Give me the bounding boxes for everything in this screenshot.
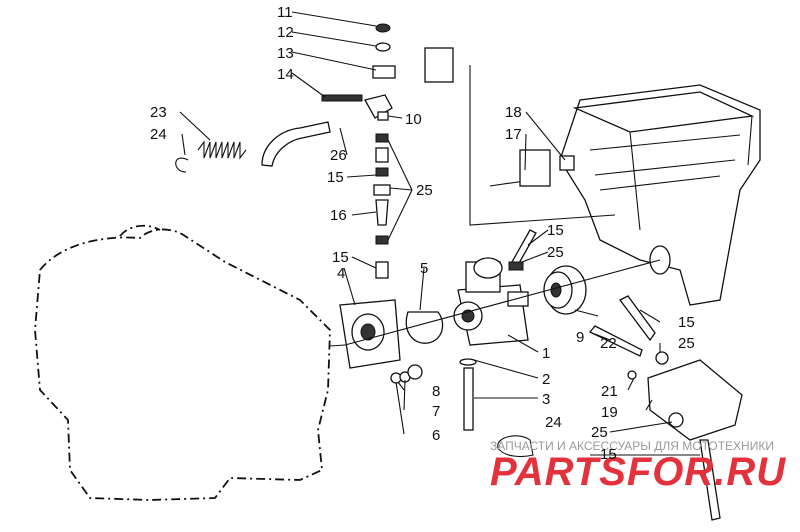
vent-hose: [261, 121, 331, 167]
washers: [390, 364, 423, 384]
callout-5: 5: [420, 260, 428, 277]
callout-15b: 15: [332, 249, 349, 266]
intake-adapter: [543, 265, 587, 315]
callout-1: 1: [542, 345, 550, 362]
callout-13: 13: [277, 45, 294, 62]
callout-15e: 15: [600, 446, 617, 463]
fuel-line-stack: [373, 133, 391, 279]
callout-11: 11: [277, 4, 293, 21]
callout-26: 26: [330, 147, 347, 164]
spring: [197, 140, 247, 160]
callout-9: 9: [576, 329, 584, 346]
callout-20: 21: [601, 383, 618, 400]
engine-outline: [34, 228, 331, 501]
airbox: [559, 84, 761, 306]
watermark-brand: PARTSFOR.RU: [490, 450, 786, 494]
callout-15c: 15: [547, 222, 564, 239]
callout-14: 14: [277, 66, 294, 83]
hose-clip: [175, 157, 189, 173]
callout-25c: 25: [678, 335, 695, 352]
callout-25b: 25: [547, 244, 564, 261]
callout-21: 22: [600, 335, 617, 352]
callout-15a: 15: [327, 169, 344, 186]
callout-2: 2: [542, 371, 550, 388]
clamp: [405, 311, 444, 344]
callout-25d: 25: [591, 424, 608, 441]
callout-19: 19: [601, 404, 618, 421]
callout-25a: 25: [416, 182, 433, 199]
clamp-24: [497, 435, 534, 458]
engine-detail: [119, 224, 161, 237]
callout-17: 17: [505, 126, 522, 143]
callout-22: 23: [150, 104, 167, 121]
callout-10: 10: [405, 111, 422, 128]
fuel-valve-assembly: [321, 23, 454, 121]
callout-18: 18: [505, 104, 522, 121]
callout-12: 12: [277, 24, 294, 41]
fuel-pump: [588, 295, 743, 521]
callout-7: 7: [432, 403, 440, 420]
callout-23: 24: [150, 126, 167, 143]
intake-boot: [339, 299, 401, 369]
callout-8: 8: [432, 383, 440, 400]
drain-stud: [463, 367, 474, 431]
carburetor: [453, 257, 529, 346]
callout-15d: 15: [678, 314, 695, 331]
callout-4: 4: [337, 265, 345, 282]
callout-3: 3: [542, 391, 550, 408]
callout-6: 6: [432, 427, 440, 444]
watermark-tagline: ЗАПЧАСТИ И АКСЕССУАРЫ ДЛЯ МОТОТЕХНИКИ: [490, 439, 774, 453]
callout-16: 16: [330, 207, 347, 224]
callout-24: 24: [545, 414, 562, 431]
